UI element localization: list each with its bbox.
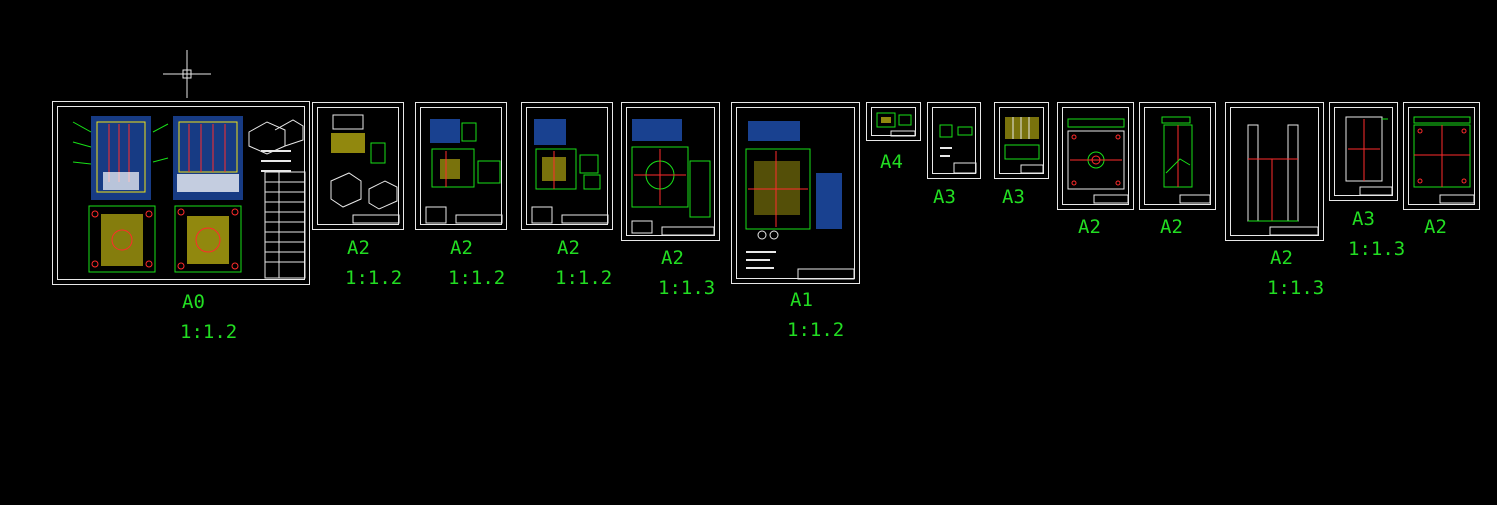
sheet-size-label: A3 (933, 186, 956, 208)
part-drawing (631, 119, 715, 236)
sheet-border (736, 107, 855, 279)
sheet-size-label: A2 (1270, 247, 1293, 269)
drawing-sheet-a4[interactable] (866, 102, 921, 141)
sheet-scale-label: 1:1.2 (345, 267, 403, 289)
sheet-size-label: A2 (661, 247, 684, 269)
crosshair-cursor-icon (163, 50, 211, 98)
sheet-size-label: A2 (1424, 216, 1447, 238)
drawing-sheet-a2-8[interactable] (1403, 102, 1480, 210)
drawing-sheet-a2-1[interactable] (312, 102, 404, 230)
sheet-scale-label: 1:1.2 (448, 267, 506, 289)
drawing-sheet-a2-7[interactable] (1225, 102, 1324, 241)
drawing-sheet-a2-5[interactable] (1057, 102, 1134, 210)
drawing-sheet-a2-2[interactable] (415, 102, 507, 230)
drawing-sheet-a2-3[interactable] (521, 102, 613, 230)
sheet-size-label: A2 (557, 237, 580, 259)
sheet-scale-label: 1:1.2 (180, 321, 238, 343)
sheet-size-label: A2 (1160, 216, 1183, 238)
drawing-sheet-a3-3[interactable] (1329, 102, 1398, 201)
sheet-border (1062, 107, 1129, 205)
drawing-sheet-a3-1[interactable] (927, 102, 981, 179)
sheet-size-label: A2 (450, 237, 473, 259)
part-drawing (939, 124, 977, 174)
sheet-size-label: A1 (790, 289, 813, 311)
sheet-border (526, 107, 608, 225)
sheet-border (1408, 107, 1475, 205)
sheet-size-label: A2 (1078, 216, 1101, 238)
assembly-drawing (72, 116, 306, 279)
part-drawing (330, 114, 400, 224)
sheet-scale-label: 1:1.3 (1267, 277, 1325, 299)
sheet-scale-label: 1:1.2 (555, 267, 613, 289)
part-drawing (1004, 117, 1044, 174)
part-drawing (1247, 124, 1319, 236)
part-drawing (876, 112, 916, 137)
sheet-size-label: A2 (347, 237, 370, 259)
part-drawing (425, 119, 503, 224)
sheet-scale-label: 1:1.2 (787, 319, 845, 341)
drawing-sheet-a2-6[interactable] (1139, 102, 1216, 210)
drawing-sheet-a3-2[interactable] (994, 102, 1049, 179)
part-drawing (1413, 116, 1475, 204)
drawing-sheet-a0[interactable] (52, 101, 310, 285)
sheet-border (420, 107, 502, 225)
part-drawing (1067, 118, 1129, 204)
sheet-border (317, 107, 399, 225)
sheet-scale-label: 1:1.3 (1348, 238, 1406, 260)
part-drawing (1161, 116, 1211, 204)
sheet-scale-label: 1:1.3 (658, 277, 716, 299)
drawing-sheet-a2-4[interactable] (621, 102, 720, 241)
drawing-sheet-a1[interactable] (731, 102, 860, 284)
sheet-size-label: A0 (182, 291, 205, 313)
sheet-size-label: A3 (1002, 186, 1025, 208)
sheet-size-label: A4 (880, 151, 903, 173)
sheet-size-label: A3 (1352, 208, 1375, 230)
part-drawing (745, 121, 855, 280)
part-drawing (1345, 116, 1393, 196)
sheet-border (1144, 107, 1211, 205)
part-drawing (531, 119, 609, 224)
